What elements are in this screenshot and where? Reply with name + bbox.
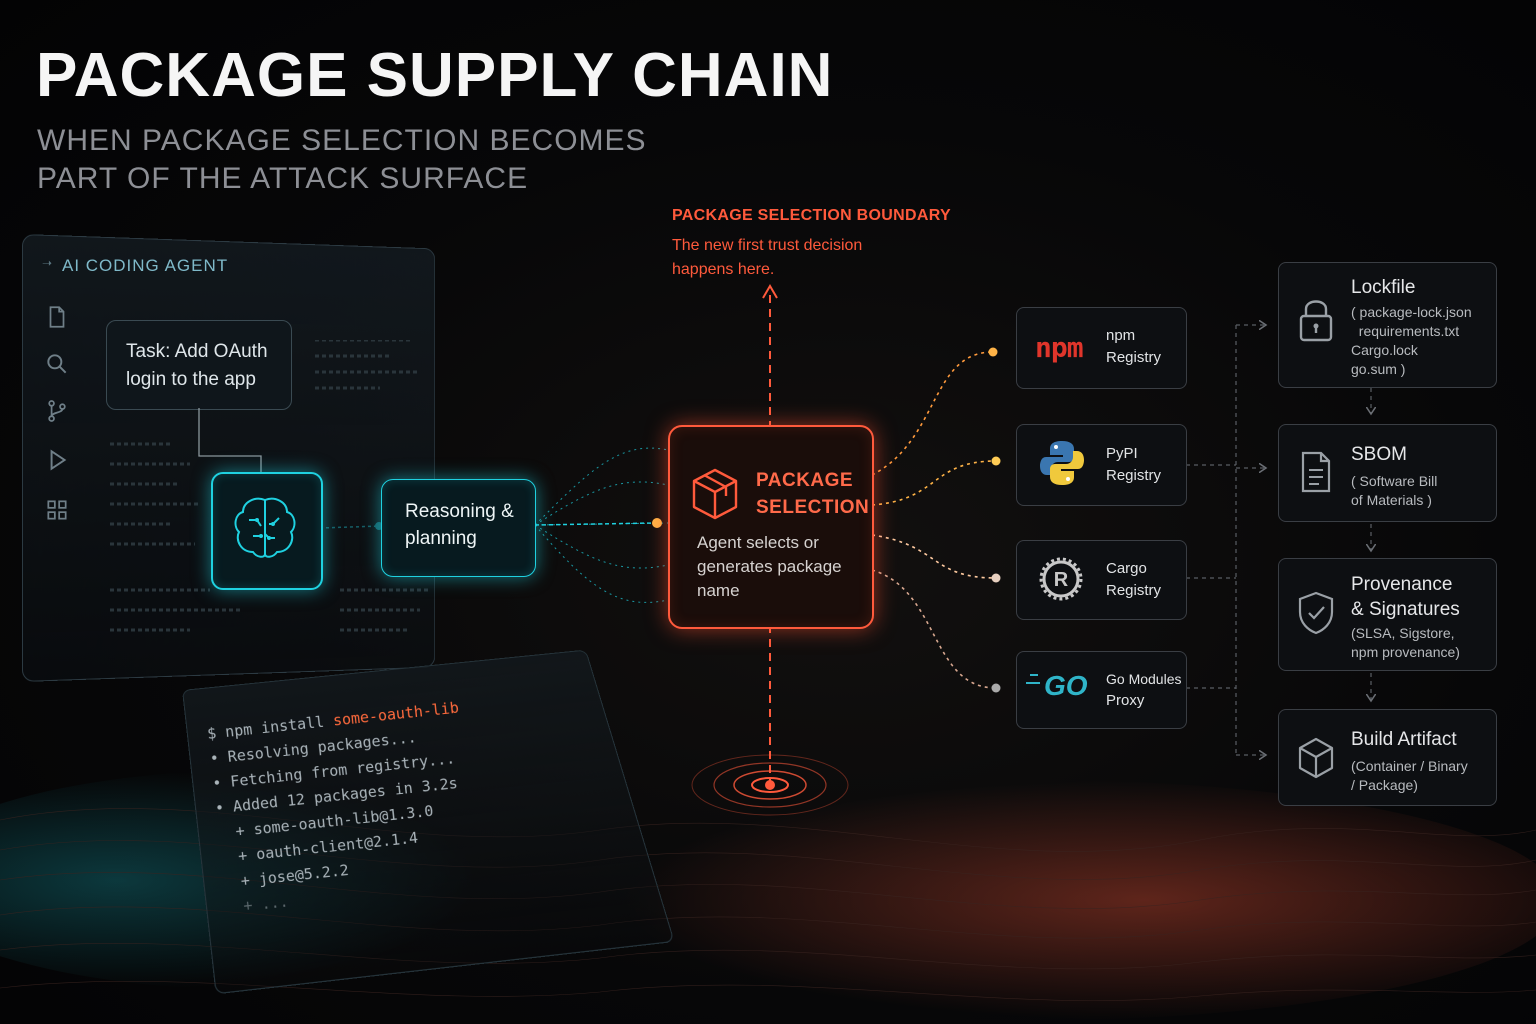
provenance-sub-line: (SLSA, Sigstore,: [1351, 625, 1455, 641]
selection-input-dot: [652, 518, 662, 528]
lockfile-subtitle: ( package-lock.json requirements.txt Car…: [1351, 303, 1472, 379]
build-artifact-title: Build Artifact: [1351, 729, 1457, 750]
file-icon[interactable]: [44, 304, 70, 330]
registry-dot: [991, 683, 1001, 693]
build-sub-line: (Container / Binary: [1351, 758, 1468, 774]
registry-cargo-line-2: Registry: [1106, 582, 1162, 599]
boundary-arrowhead: [762, 284, 778, 299]
registry-go-line-1: Go Modules: [1106, 671, 1182, 687]
provenance-title: Provenance & Signatures: [1351, 572, 1460, 622]
boundary-desc-line-2: happens here.: [672, 261, 775, 278]
page-title: PACKAGE SUPPLY CHAIN: [36, 41, 834, 110]
go-logo: GO: [1044, 670, 1088, 701]
boundary-title: PACKAGE SELECTION BOUNDARY: [672, 207, 951, 224]
lockfile-sub-line: Cargo.lock: [1351, 342, 1418, 358]
sbom-sub-line: ( Software Bill: [1351, 473, 1438, 489]
ps-desc-line-3: name: [697, 581, 740, 600]
ps-desc-line-2: generates package: [697, 557, 842, 576]
branch-icon[interactable]: [44, 398, 70, 424]
artifact-connectors: [1186, 325, 1371, 755]
npm-logo: npm: [1035, 331, 1084, 364]
faint-code-lines: [110, 340, 430, 632]
lockfile-sub-line: go.sum ): [1351, 361, 1406, 377]
task-line-2: login to the app: [126, 369, 256, 390]
subtitle-line-2: PART OF THE ATTACK SURFACE: [37, 162, 529, 195]
python-logo-icon: [1040, 441, 1084, 485]
terminal-output: $ npm install some-oauth-lib • Resolving…: [206, 696, 478, 921]
registry-pypi-label: PyPI Registry: [1106, 443, 1161, 487]
ps-title-line-2: SELECTION: [756, 497, 870, 518]
artifact-build: [1278, 709, 1497, 806]
registry-cargo-label: Cargo Registry: [1106, 558, 1161, 602]
registry-dot: [991, 456, 1001, 466]
collapse-arrow-icon: ➝: [42, 256, 53, 270]
registry-go-label: Go Modules Proxy: [1106, 668, 1181, 712]
artifact-provenance: [1278, 558, 1497, 671]
ps-desc-line-1: Agent selects or: [697, 533, 819, 552]
provenance-title-line-2: & Signatures: [1351, 599, 1460, 620]
registry-dot: [991, 573, 1001, 583]
play-icon[interactable]: [44, 447, 70, 473]
registry-npm-line-1: npm: [1106, 327, 1136, 344]
grid-icon[interactable]: [44, 497, 70, 523]
reasoning-label: Reasoning & planning: [405, 498, 525, 552]
sbom-title: SBOM: [1351, 444, 1407, 465]
terrain-glow-red: [520, 780, 1536, 1020]
task-line-1: Task: Add OAuth: [126, 341, 268, 362]
shield-check-icon: [1298, 591, 1334, 635]
registry-go: [1016, 651, 1187, 729]
reasoning-to-selection-line: [534, 522, 656, 526]
flow-lines-teal: [534, 447, 669, 603]
reasoning-node: [381, 479, 536, 577]
reasoning-line-1: Reasoning &: [405, 501, 514, 522]
registry-pypi-line-1: PyPI: [1106, 445, 1138, 462]
sbom-subtitle: ( Software Bill of Materials ): [1351, 472, 1437, 510]
sbom-sub-line: of Materials ): [1351, 492, 1432, 508]
registry-npm: [1016, 307, 1187, 389]
agent-brain-node: [211, 472, 323, 590]
page-subtitle: WHEN PACKAGE SELECTION BECOMES PART OF T…: [37, 122, 737, 198]
agent-window-title: AI CODING AGENT: [62, 256, 229, 275]
registry-cargo-line-1: Cargo: [1106, 560, 1147, 577]
lockfile-title: Lockfile: [1351, 277, 1416, 298]
provenance-subtitle: (SLSA, Sigstore, npm provenance): [1351, 624, 1460, 662]
task-bubble: [106, 320, 292, 410]
registry-npm-line-2: Registry: [1106, 349, 1162, 366]
lock-icon: [1299, 300, 1333, 342]
go-speed-line: [1026, 682, 1040, 684]
build-artifact-subtitle: (Container / Binary / Package): [1351, 757, 1468, 795]
artifact-sbom: [1278, 424, 1497, 522]
boundary-target-rings: [691, 754, 849, 816]
svg-text:R: R: [1054, 569, 1069, 591]
provenance-sub-line: npm provenance): [1351, 644, 1460, 660]
brain-icon: [234, 497, 296, 558]
registry-dot: [988, 347, 998, 357]
reasoning-line-2: planning: [405, 528, 477, 549]
registry-pypi-line-2: Registry: [1106, 467, 1162, 484]
search-icon[interactable]: [44, 351, 70, 377]
provenance-title-line-1: Provenance: [1351, 574, 1453, 595]
bubble-connector: [198, 408, 262, 474]
lockfile-sub-line: requirements.txt: [1351, 323, 1460, 339]
flow-lines-registries: [871, 351, 997, 689]
boundary-desc-line-1: The new first trust decision: [672, 237, 863, 254]
go-speed-line: [1030, 674, 1038, 676]
package-selection-node: [668, 425, 874, 629]
package-box-icon: [692, 468, 738, 520]
registry-npm-label: npm Registry: [1106, 325, 1161, 369]
lockfile-sub-line: ( package-lock.json: [1351, 304, 1472, 320]
rust-logo-icon: R: [1039, 557, 1083, 601]
build-sub-line: / Package): [1351, 777, 1418, 793]
ps-title-line-1: PACKAGE: [756, 470, 854, 491]
registry-go-line-2: Proxy: [1106, 692, 1145, 709]
task-text: Task: Add OAuth login to the app: [126, 338, 286, 394]
boundary-target-center: [765, 780, 775, 790]
subtitle-line-1: WHEN PACKAGE SELECTION BECOMES: [37, 124, 647, 157]
document-icon: [1301, 451, 1331, 493]
package-selection-title: PACKAGE SELECTION: [756, 467, 869, 521]
cube-icon: [1298, 737, 1334, 779]
boundary-description: The new first trust decision happens her…: [672, 234, 902, 282]
package-selection-description: Agent selects or generates package name: [697, 531, 857, 603]
